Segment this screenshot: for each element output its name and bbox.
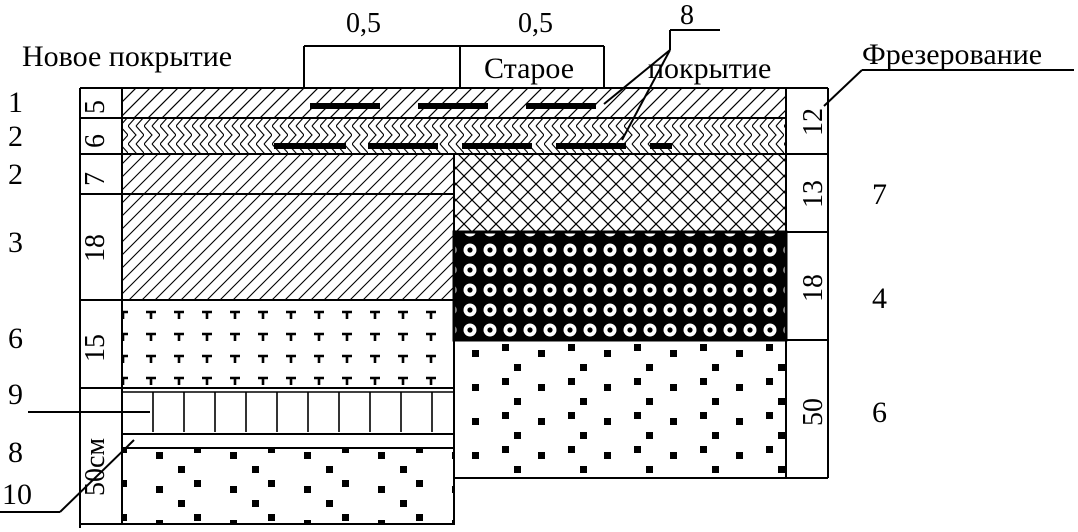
layer-7-old-cross (453, 153, 787, 233)
right-thickness-scale (785, 87, 829, 479)
right-layer-number-6: 6 (872, 396, 887, 429)
leader-8-lines (603, 29, 720, 141)
layer-number-8: 8 (8, 436, 23, 469)
left-leader-lines (0, 411, 150, 513)
layer-6-sand-tees (121, 299, 455, 389)
layer-number-6: 6 (8, 322, 23, 355)
layer-number-9: 9 (8, 378, 23, 411)
layer-number-2b: 2 (8, 158, 23, 191)
left-layer-numbers: 1 2 2 3 6 9 8 10 (2, 86, 32, 511)
left-thickness-7: 7 (80, 172, 111, 186)
layer-9-cells (121, 387, 455, 435)
milling-label: Фрезерование (862, 38, 1042, 71)
old-surface-label: Старое (484, 52, 574, 85)
right-thickness-12: 12 (798, 108, 829, 136)
layer-2-lower-asphalt (121, 153, 455, 195)
top-dim-right: 0,5 (518, 8, 553, 39)
left-thickness-6: 6 (80, 134, 111, 148)
right-layer-number-4: 4 (872, 282, 887, 315)
layer-10-subgrade (121, 447, 455, 525)
left-thickness-scale (79, 87, 122, 528)
left-thickness-values: 5 6 7 18 15 50см (80, 100, 111, 496)
top-dim-left: 0,5 (346, 8, 381, 39)
layer-number-10: 10 (2, 478, 32, 511)
leader-8-label: 8 (680, 0, 694, 31)
pavement-layers (121, 87, 788, 525)
new-surface-label: Новое покрытие (22, 40, 232, 73)
layer-2-asphalt (121, 117, 787, 155)
old-surface-label-2: покрытие (648, 52, 771, 85)
layer-number-2a: 2 (8, 120, 23, 153)
right-thickness-values: 12 13 18 50 (798, 108, 829, 426)
right-thickness-18: 18 (798, 274, 829, 302)
layer-4-old-gravel (452, 230, 788, 342)
layer-3-base (121, 193, 455, 301)
milling-leader (823, 69, 863, 107)
left-thickness-5: 5 (80, 100, 111, 114)
layer-number-1: 1 (8, 86, 23, 119)
bond-dashes (274, 103, 672, 149)
left-thickness-15: 15 (80, 334, 111, 362)
layer-number-3: 3 (8, 226, 23, 259)
layer-8-separator (121, 433, 455, 449)
left-thickness-18: 18 (80, 234, 111, 262)
right-layer-number-7: 7 (872, 178, 887, 211)
right-thickness-13: 13 (798, 180, 829, 208)
right-layer-numbers: 7 4 6 (872, 178, 887, 429)
top-dimension-bracket (303, 45, 605, 88)
layer-9-cell-dividers (122, 391, 454, 432)
layer-6-old-sand (453, 339, 787, 479)
right-thickness-50: 50 (798, 398, 829, 426)
